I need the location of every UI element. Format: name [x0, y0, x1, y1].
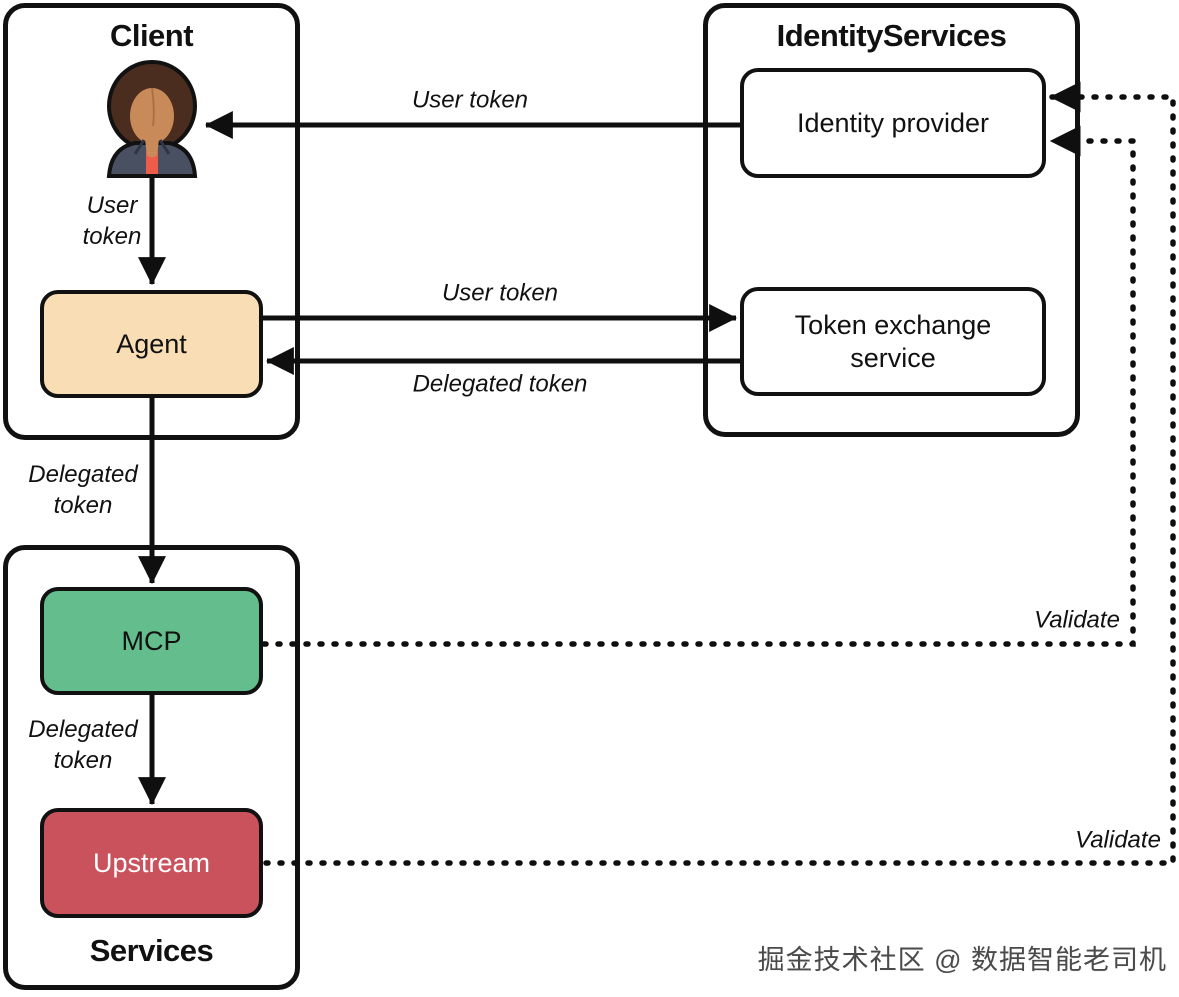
client-group-title: Client [109, 18, 194, 53]
upstream-node: Upstream [40, 808, 263, 918]
agent-node: Agent [40, 290, 263, 398]
edge-label-user-token-left: User token [82, 191, 142, 250]
edge-label-delegated-token-lower-left: Delegated token [28, 715, 138, 774]
identity-services-group-title: IdentityServices [776, 18, 1007, 53]
edge-label-delegated-token-upper-left: Delegated token [28, 460, 138, 519]
edge-label-delegated-token-middle: Delegated token [412, 370, 588, 398]
edge-label-user-token-top: User token [411, 86, 529, 114]
mcp-node-label: MCP [121, 625, 182, 656]
identity-provider-node: Identity provider [740, 68, 1046, 178]
upstream-node-label: Upstream [92, 847, 211, 878]
user-avatar-icon [97, 58, 207, 178]
watermark-text: 掘金技术社区 @ 数据智能老司机 [757, 945, 1167, 975]
services-group-title: Services [89, 933, 214, 968]
identity-provider-node-label: Identity provider [796, 107, 990, 138]
edge-label-validate-mcp: Validate [1034, 606, 1120, 634]
token-exchange-service-node: Token exchange service [740, 287, 1046, 396]
token-exchange-service-node-label: Token exchange service [794, 309, 992, 373]
mcp-node: MCP [40, 587, 263, 695]
edge-label-validate-upstream: Validate [1075, 826, 1161, 854]
edge-label-user-token-middle: User token [441, 279, 559, 307]
agent-node-label: Agent [116, 328, 187, 359]
